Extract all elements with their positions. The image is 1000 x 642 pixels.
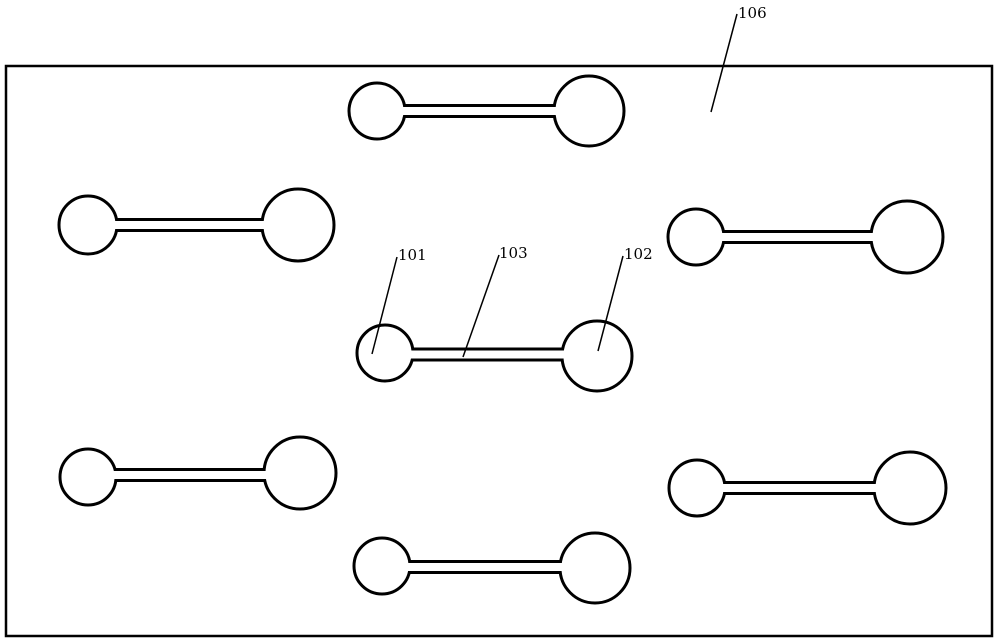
- channel-opening-small: [405, 350, 420, 359]
- dumbbell-unit: [58, 435, 338, 511]
- large-pad: [262, 435, 338, 511]
- dumbbell-unit: [666, 199, 945, 275]
- large-pad: [560, 319, 634, 393]
- label-103: 103: [499, 244, 528, 262]
- label-101: 101: [398, 246, 427, 264]
- label-102: 102: [624, 245, 653, 263]
- large-pad: [260, 187, 336, 263]
- large-pad: [552, 74, 626, 148]
- small-pad: [355, 323, 415, 383]
- channel-opening-large: [257, 471, 272, 479]
- channel-opening-small: [716, 233, 731, 241]
- small-pad: [58, 447, 118, 507]
- small-pad: [666, 207, 726, 267]
- channel-opening-large: [547, 107, 562, 115]
- leader-line-103: [462, 254, 500, 358]
- plate-outline: [4, 64, 994, 638]
- channel-opening-small: [108, 471, 123, 479]
- channel-opening-small: [717, 484, 732, 492]
- channel-opening-large: [867, 484, 882, 492]
- channel-opening-small: [402, 563, 417, 571]
- small-pad: [352, 536, 412, 596]
- dumbbell-unit: [667, 450, 948, 526]
- channel-opening-large: [553, 563, 568, 571]
- dumbbell-unit: [355, 319, 634, 393]
- channel-opening-small: [397, 107, 412, 115]
- large-pad: [872, 450, 948, 526]
- large-pad: [869, 199, 945, 275]
- dumbbell-unit: [352, 531, 632, 605]
- small-pad: [347, 81, 407, 141]
- large-pad: [558, 531, 632, 605]
- leader-line-101: [371, 256, 398, 355]
- dumbbell-unit: [57, 187, 336, 263]
- channel-opening-large: [864, 233, 879, 241]
- small-pad: [57, 194, 119, 256]
- channel-opening-large: [555, 350, 570, 359]
- label-106: 106: [738, 4, 767, 22]
- leader-line-106: [710, 13, 738, 113]
- dumbbell-units: [57, 74, 948, 605]
- channel-opening-small: [109, 221, 124, 229]
- channel-opening-large: [255, 221, 270, 229]
- small-pad: [667, 458, 727, 518]
- leader-line-102: [597, 255, 624, 352]
- dumbbell-unit: [347, 74, 626, 148]
